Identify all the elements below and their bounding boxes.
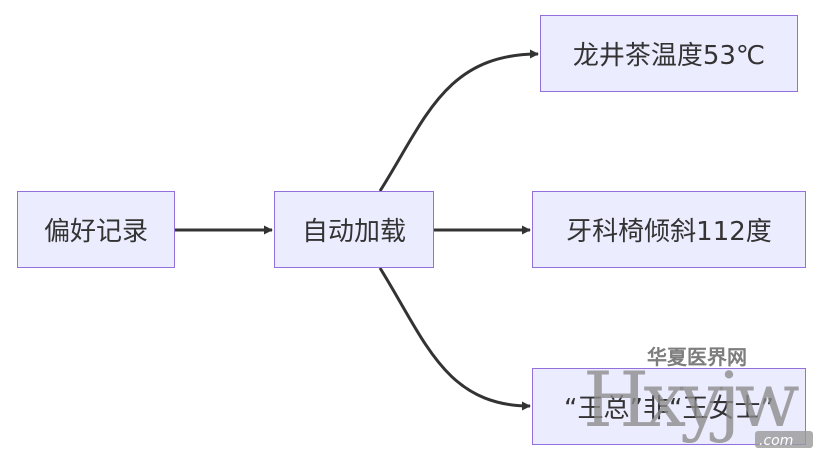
node-label: 牙科椅倾斜112度 — [566, 217, 772, 247]
edge-autoload-to-tea — [378, 49, 539, 192]
node-form-of-address: “王总”非“王女士” — [532, 368, 806, 445]
node-auto-load: 自动加载 — [274, 191, 434, 268]
node-tea-temperature: 龙井茶温度53℃ — [540, 15, 798, 92]
node-label: 自动加载 — [301, 217, 406, 247]
node-label: 偏好记录 — [43, 217, 148, 247]
node-label: “王总”非“王女士” — [564, 394, 774, 424]
node-label: 龙井茶温度53℃ — [572, 41, 766, 71]
node-preference-record: 偏好记录 — [17, 191, 175, 268]
node-chair-tilt: 牙科椅倾斜112度 — [532, 191, 806, 268]
edge-autoload-to-title — [378, 267, 531, 411]
